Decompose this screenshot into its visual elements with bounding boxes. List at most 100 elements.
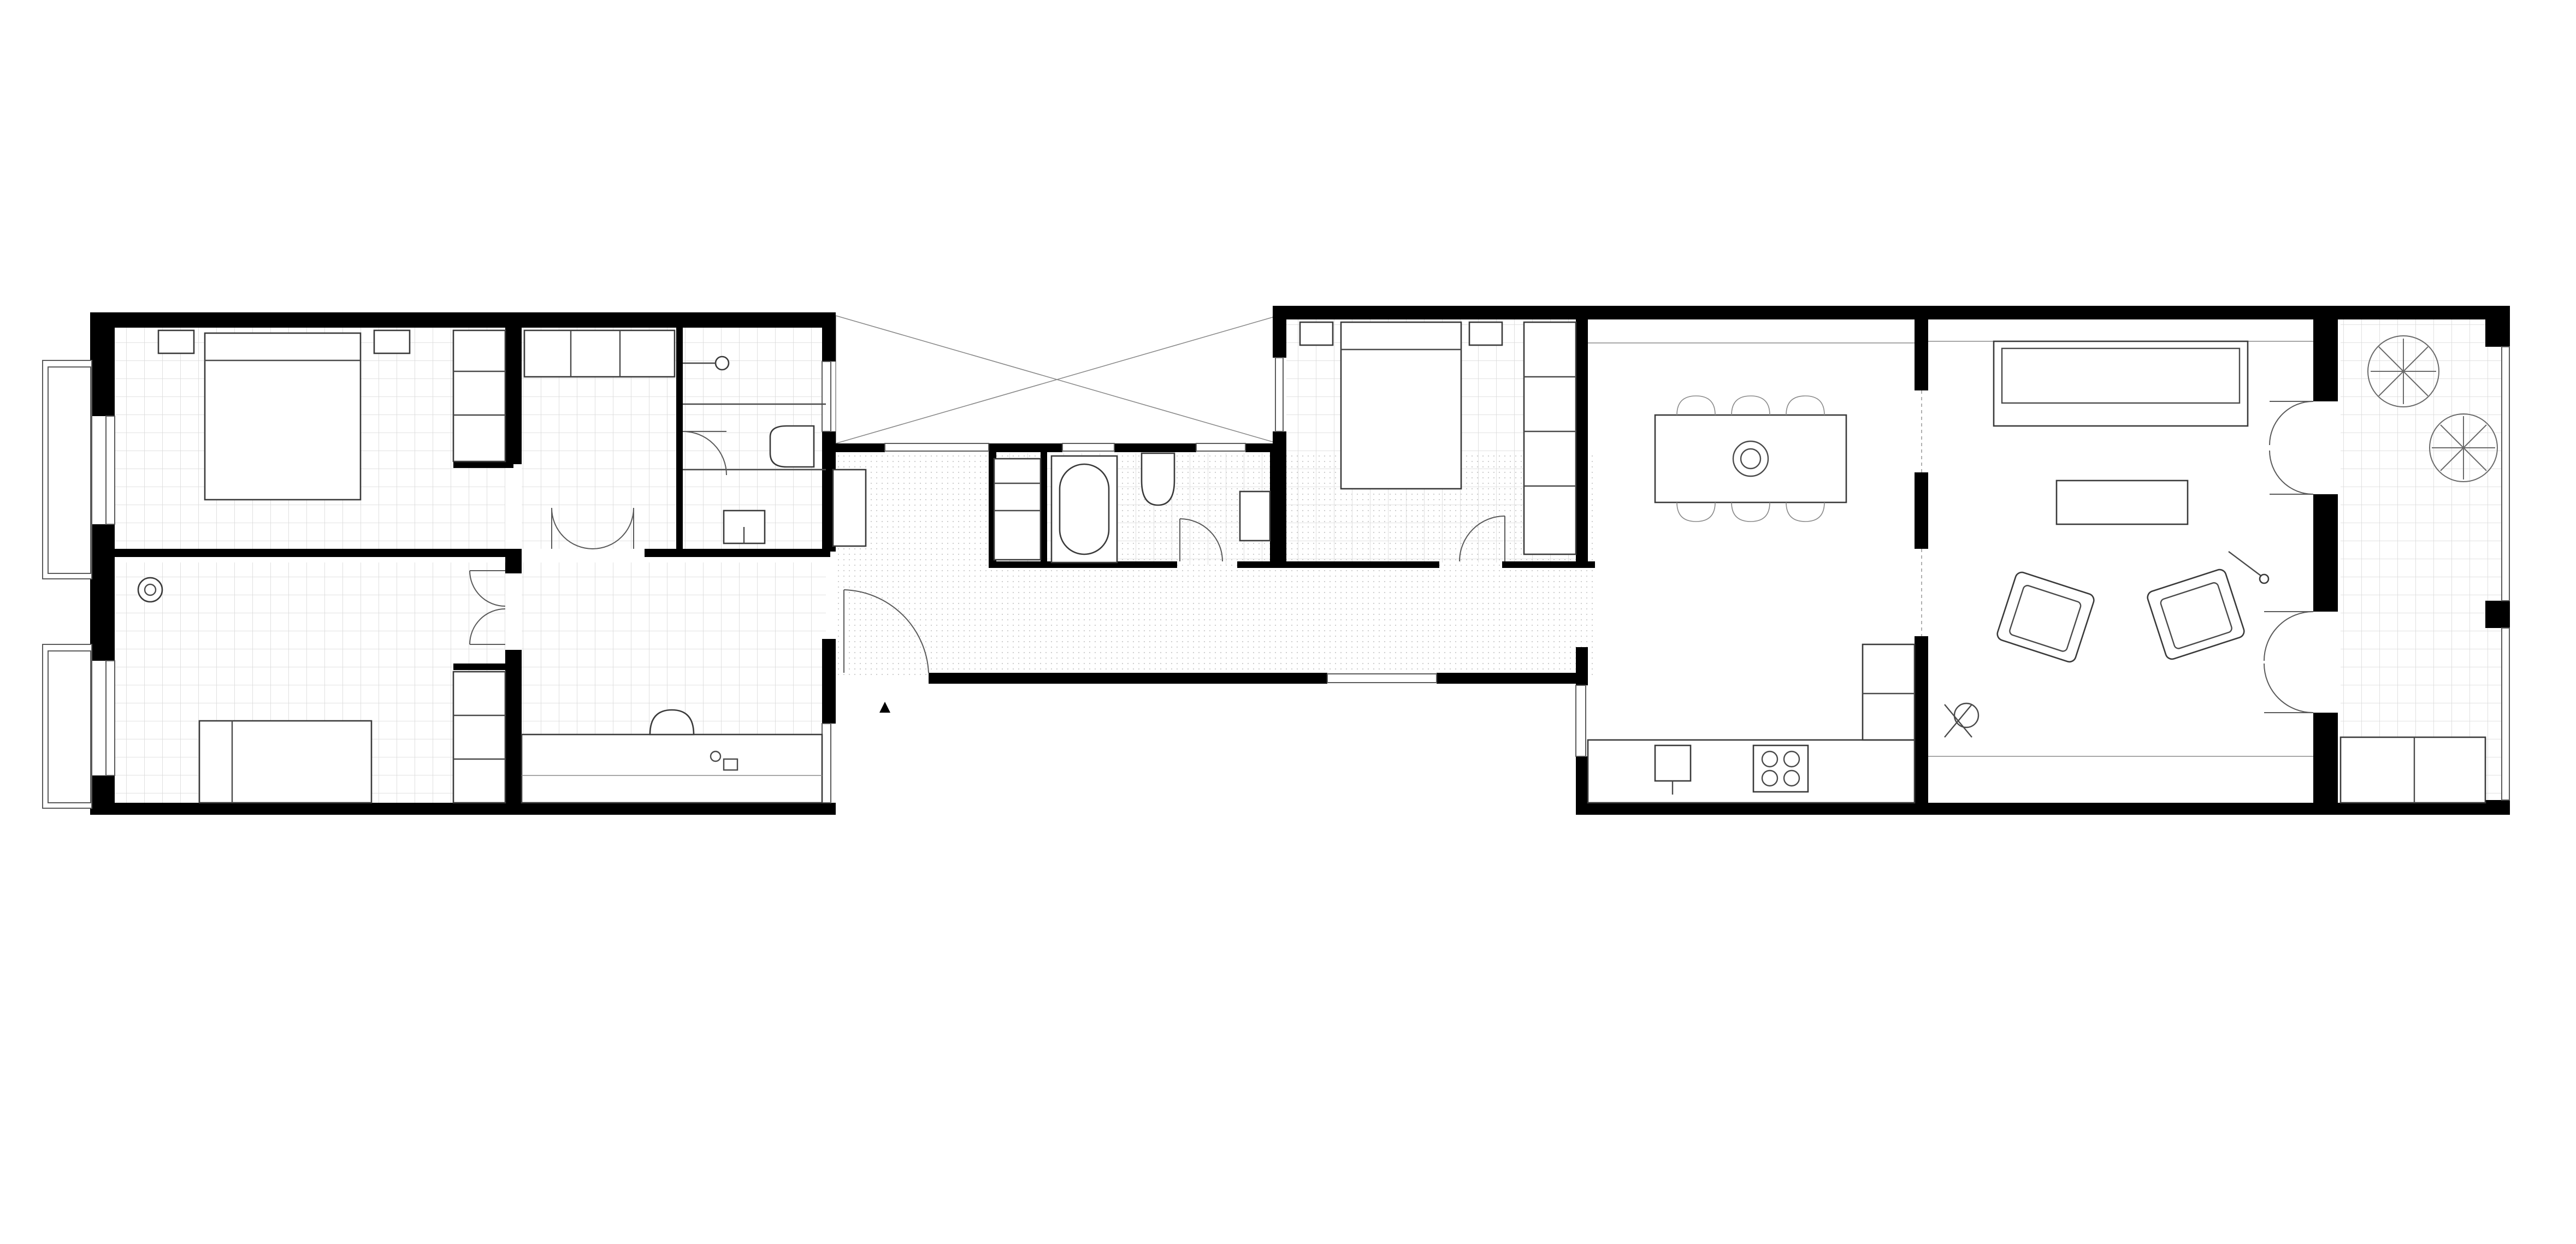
centerpiece <box>1732 440 1769 477</box>
sofa <box>1993 340 2249 427</box>
living-room <box>1928 340 2313 757</box>
nightstand-right <box>373 329 411 354</box>
nightstand <box>1299 321 1334 346</box>
entrance-arrow-icon <box>879 702 890 713</box>
window-corridor-bottom <box>1327 673 1437 683</box>
terrace-bench <box>2339 736 2486 804</box>
chair <box>1676 395 1716 416</box>
shoe-cabinet <box>832 469 867 547</box>
wall-left-upper <box>90 312 115 416</box>
desk <box>521 733 823 804</box>
toilet-icon <box>769 425 815 468</box>
hall <box>521 469 867 804</box>
toilet-icon <box>1141 452 1175 506</box>
chair <box>1676 502 1716 522</box>
wall-top-left <box>90 312 836 328</box>
armchair-icon <box>1996 571 2095 663</box>
dressing-shelves <box>523 329 676 378</box>
terrace <box>2339 335 2498 804</box>
windows <box>42 346 2510 809</box>
desk-lamp-icon <box>710 750 722 762</box>
dining-table-icon <box>1654 414 1847 503</box>
kitchen-dining <box>1587 342 1922 804</box>
wall-bed3-left-2 <box>1273 431 1286 453</box>
wall-bed3-right <box>1576 319 1588 562</box>
window-left-2 <box>105 660 115 776</box>
side-table-icon <box>1953 702 1980 728</box>
wall-bedroom2-right <box>505 650 522 803</box>
wall-corridor-bottom <box>929 673 1327 684</box>
coffee-table <box>2055 479 2189 525</box>
wall-divider-right <box>645 549 830 557</box>
bathroom <box>993 452 1271 564</box>
terrace-doors <box>2264 401 2314 713</box>
wall-right-bottom <box>2485 800 2510 815</box>
plant-icon <box>2367 335 2439 407</box>
plant-icon <box>2429 413 2498 482</box>
wall-kitchen-left-top <box>1576 647 1588 685</box>
skylight-lines <box>835 315 1279 444</box>
wall-bath-mid <box>1041 452 1047 568</box>
chair <box>1731 395 1770 416</box>
window-bath-top-2 <box>1196 443 1246 452</box>
window-bed3-left <box>1275 357 1284 432</box>
wall-bath-bottom-2 <box>1237 561 1439 568</box>
chair <box>1786 395 1825 416</box>
walls <box>90 306 2510 815</box>
wall-right-mid <box>2485 601 2510 628</box>
wall-bath-bottom <box>989 561 1177 568</box>
bath-shelves <box>993 458 1042 561</box>
window-left-1 <box>105 416 115 525</box>
wall-central-top-3 <box>1114 443 1196 452</box>
wall-bed3-top <box>1273 306 2510 319</box>
window-terrace-2 <box>2501 627 2510 801</box>
wall-wc-left <box>676 328 683 549</box>
window-corridor-top <box>884 443 989 452</box>
wall-right-top <box>2485 306 2510 347</box>
wall-left-unit-east-top <box>822 312 836 362</box>
entrance <box>843 589 929 713</box>
window-terrace <box>2501 346 2510 601</box>
bed-icon <box>204 332 362 501</box>
hob-icon <box>1752 744 1809 793</box>
dressing-room <box>523 329 676 549</box>
kitchen-counter <box>1587 739 1916 804</box>
sink-icon <box>1654 744 1692 782</box>
kitchen-tall-unit <box>1862 643 1916 741</box>
terrace-floor <box>2341 319 2502 803</box>
wall-closet-base <box>453 461 513 468</box>
wall-terrace-left-mid <box>2313 494 2338 612</box>
wall-left-mid <box>90 524 115 661</box>
floor-lamp-icon <box>2228 551 2262 577</box>
shower-drain-icon <box>714 356 730 371</box>
balcony-lower-inner <box>48 650 91 803</box>
wall-bedroom2-right-top <box>505 557 522 573</box>
window-hall <box>822 723 831 803</box>
wall-kitchen-living-top <box>1915 319 1928 390</box>
wall-bottom-right <box>1576 803 2510 815</box>
wall-kitchen-living-mid <box>1915 472 1928 549</box>
chair <box>1731 502 1770 522</box>
bedroom-3 <box>1299 321 1577 562</box>
wardrobe-bedroom-1 <box>452 329 506 463</box>
bed-icon <box>198 720 373 804</box>
wall-terrace-left-low <box>2313 713 2338 803</box>
wc-1 <box>682 356 826 544</box>
window-bath-top <box>1062 443 1115 452</box>
bedroom-1 <box>157 329 506 501</box>
wall-kitchen-living-low <box>1915 636 1928 803</box>
wall-bath-right <box>1270 443 1286 568</box>
wall-closet-base-2 <box>453 664 513 670</box>
sink-icon <box>1239 490 1271 542</box>
nightstand-left <box>157 329 195 354</box>
armchair-icon <box>2147 568 2245 660</box>
bedroom-2 <box>137 570 506 804</box>
wall-bottom-left <box>90 803 836 815</box>
wall-central-top <box>836 443 885 452</box>
wall-bed3-bottom <box>1502 561 1595 568</box>
wall-bed3-left <box>1273 306 1286 358</box>
wall-bedroom-divider <box>115 549 519 557</box>
nightstand <box>1468 321 1503 346</box>
bed-icon <box>1340 321 1462 490</box>
